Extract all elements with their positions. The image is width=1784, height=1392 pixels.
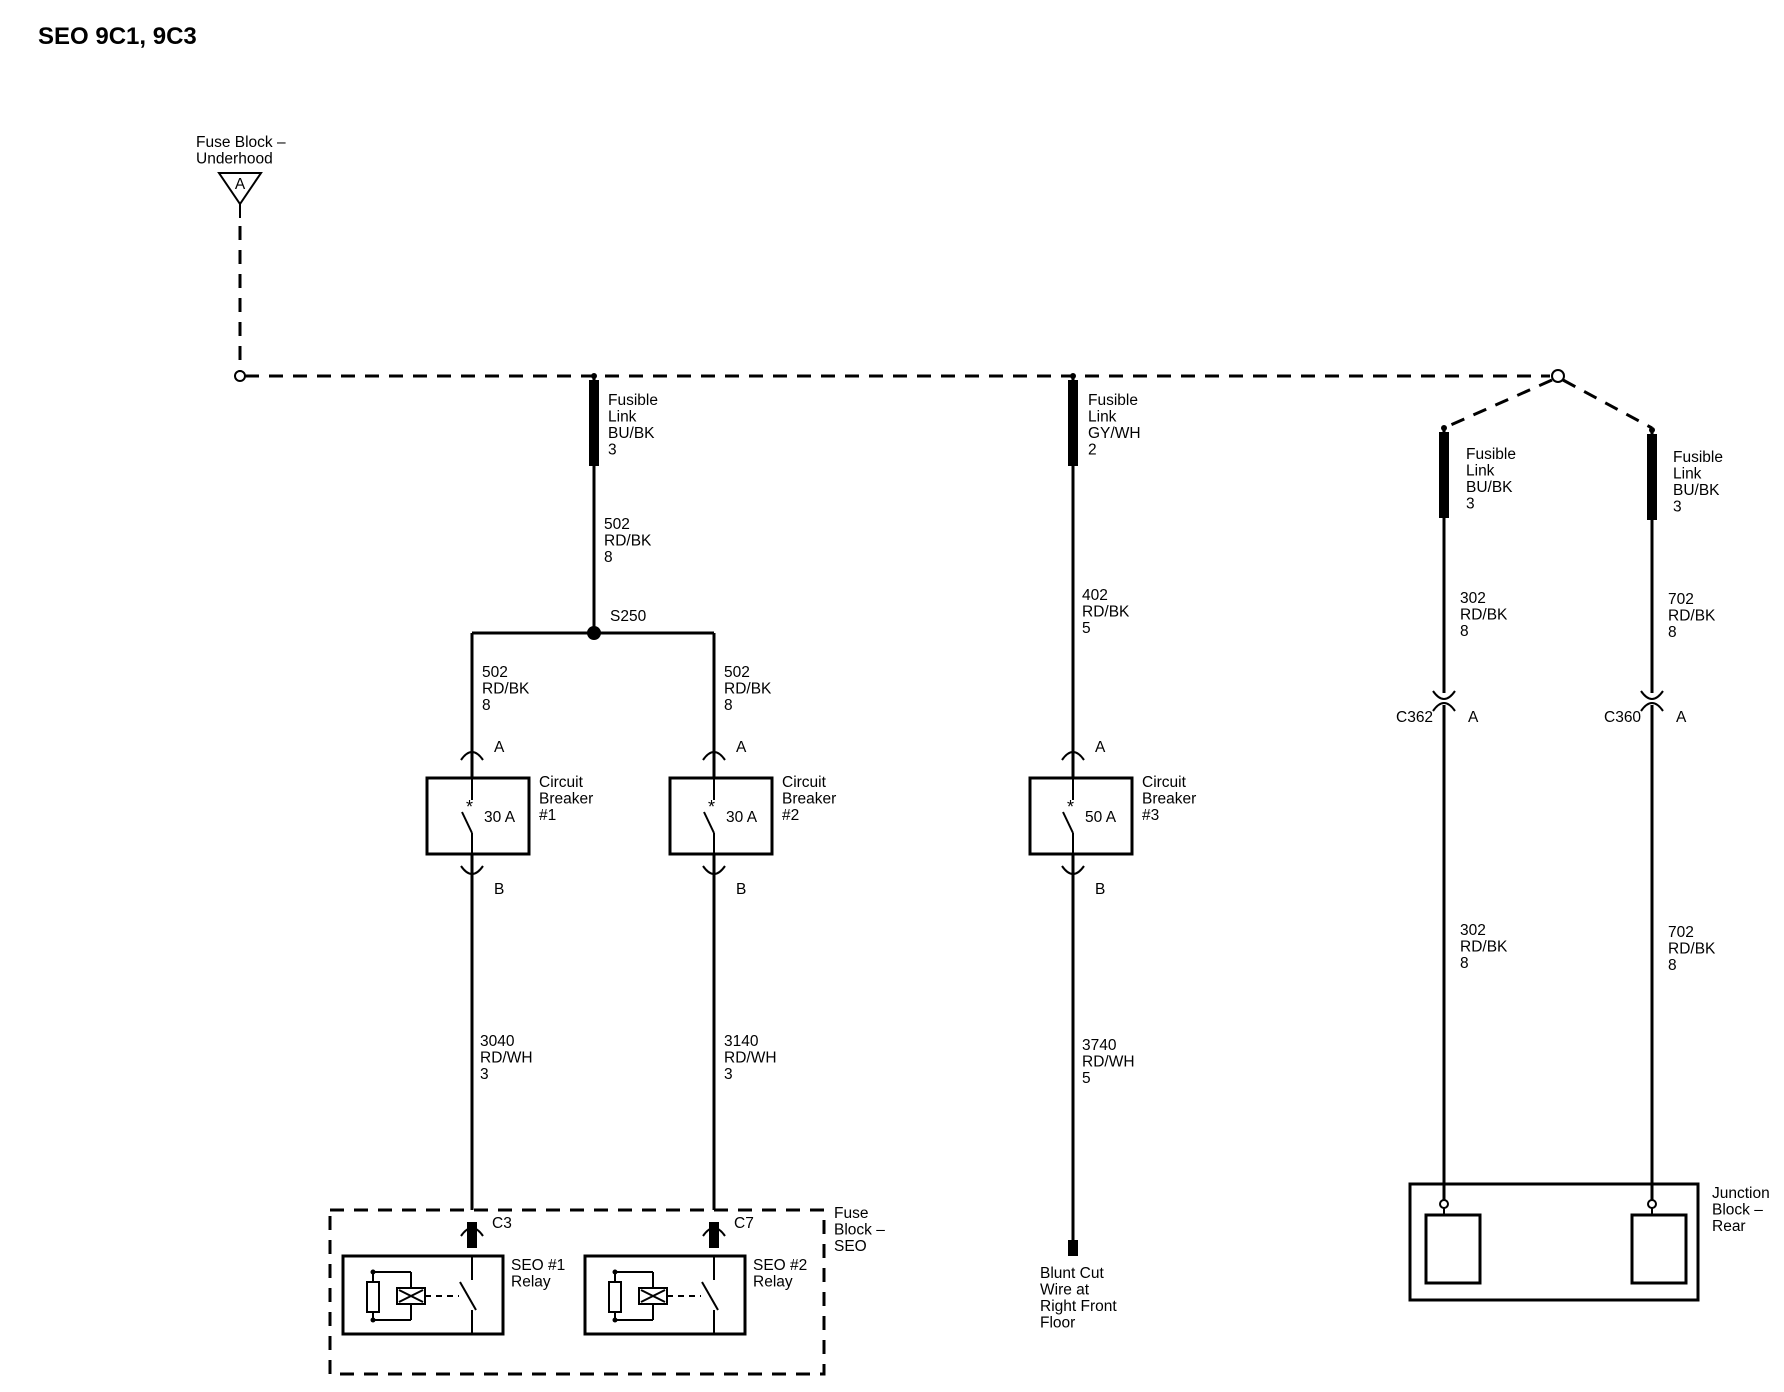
relay-2-coil-x2 xyxy=(640,1289,666,1303)
source-pin-label: A xyxy=(235,176,246,193)
breaker-1-switch-arm xyxy=(461,811,473,834)
junction-pin-4 xyxy=(1647,1199,1657,1209)
bus-branch-right xyxy=(1562,378,1653,430)
relay-2-node-a xyxy=(612,1269,618,1275)
rear-connector-3-female xyxy=(1432,690,1456,700)
breaker-3-body xyxy=(1028,776,1134,856)
relay-2-body xyxy=(583,1254,747,1336)
relay-1-node-b xyxy=(370,1317,376,1323)
rear-columns xyxy=(1432,425,1664,1215)
fusible-link-3 xyxy=(1439,432,1449,518)
relay-1-body xyxy=(341,1254,505,1336)
diagram-title: SEO 9C1, 9C3 xyxy=(38,23,197,50)
breaker-1-pin-out: B xyxy=(494,881,504,898)
junction-terminal-left xyxy=(1424,1213,1482,1285)
fusible-link-4 xyxy=(1647,434,1657,520)
connector-c360-pin: A xyxy=(1676,709,1687,726)
fuse-block-underhood-label: Fuse Block –Underhood xyxy=(196,134,286,168)
breaker-2-switch-arm xyxy=(703,811,715,834)
breaker-1-thermal-icon: * xyxy=(466,797,473,817)
junction-terminal-right xyxy=(1630,1213,1688,1285)
relay-2-node-b xyxy=(612,1317,618,1323)
connector-c360-label: C360 xyxy=(1604,709,1641,726)
blunt-cut-end xyxy=(1068,1240,1078,1256)
breaker-3-thermal-icon: * xyxy=(1067,797,1074,817)
connector-c362-label: C362 xyxy=(1396,709,1433,726)
relay-1-resistor-icon xyxy=(366,1281,380,1313)
junction-block-rear xyxy=(1408,1182,1700,1302)
fuse-block-seo xyxy=(328,1208,826,1376)
breaker-3-switch-arm xyxy=(1062,811,1074,834)
breaker-1-out-connector xyxy=(460,865,484,875)
breaker-3-pin-out: B xyxy=(1095,881,1105,898)
relay-2-switch-arm xyxy=(701,1281,719,1311)
breaker-1-body xyxy=(425,776,531,856)
rear-connector-3-male xyxy=(1432,702,1456,712)
relay-2-terminal xyxy=(709,1222,719,1248)
breaker-3-rating: 50 A xyxy=(1085,809,1117,826)
rear-connector-4-male xyxy=(1640,702,1664,712)
bus-end-node xyxy=(1551,369,1565,383)
breaker-2-body xyxy=(668,776,774,856)
breaker-2-thermal-icon: * xyxy=(708,797,715,817)
source-terminal-icon xyxy=(217,172,263,206)
breaker-2-pin-in: A xyxy=(736,739,747,756)
junction-pin-3 xyxy=(1439,1199,1449,1209)
breaker-3-out-connector xyxy=(1061,865,1085,875)
connector-c362-pin: A xyxy=(1468,709,1479,726)
relay-1-coil-x2 xyxy=(398,1289,424,1303)
splice-s250-label: S250 xyxy=(610,608,647,625)
rear-connector-4-female xyxy=(1640,690,1664,700)
breaker-1-rating: 30 A xyxy=(484,809,516,826)
source-node xyxy=(234,370,246,382)
breaker-1-pin-in: A xyxy=(494,739,505,756)
fusible-link-2 xyxy=(1068,380,1078,466)
breaker-2-pin-out: B xyxy=(736,881,746,898)
relay-2-resistor-icon xyxy=(608,1281,622,1313)
relay-1-switch-arm xyxy=(459,1281,477,1311)
relay-1-terminal xyxy=(467,1222,477,1248)
relay-1-connector-label: C3 xyxy=(492,1215,512,1232)
relay-2-connector-label: C7 xyxy=(734,1215,754,1232)
fusible-link-1 xyxy=(589,380,599,466)
bus-branch-left xyxy=(1443,378,1553,430)
breaker-2-rating: 30 A xyxy=(726,809,758,826)
breaker-3-pin-in: A xyxy=(1095,739,1106,756)
breaker-2-out-connector xyxy=(702,865,726,875)
relay-1-node-a xyxy=(370,1269,376,1275)
